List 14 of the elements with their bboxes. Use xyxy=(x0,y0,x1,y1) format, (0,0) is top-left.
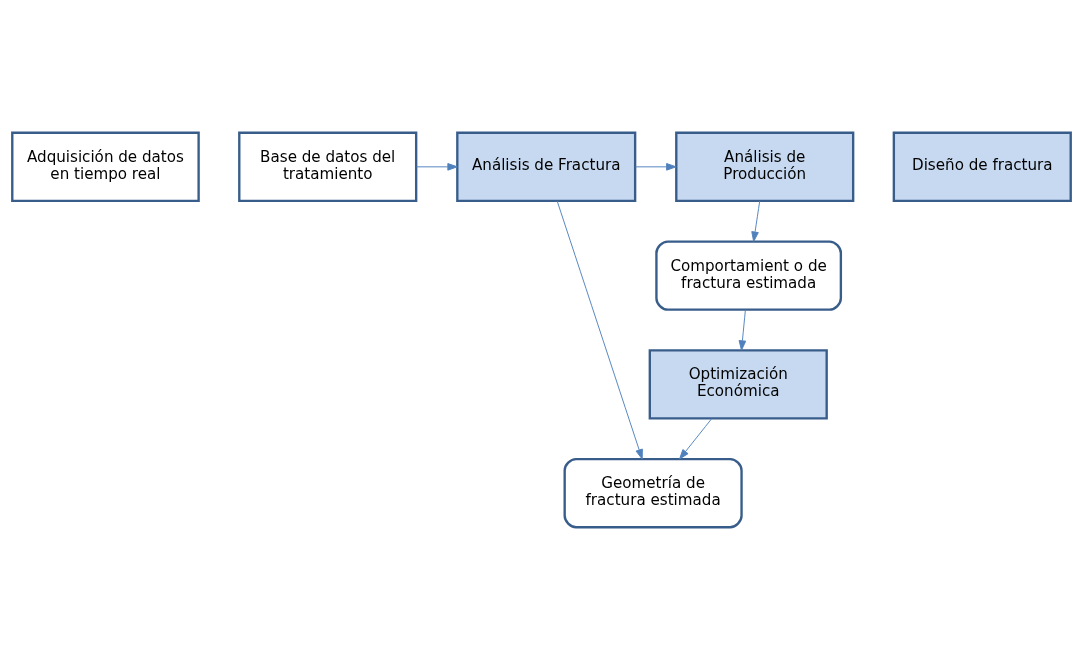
arrow xyxy=(634,163,677,171)
node-box: Base de datos del tratamiento xyxy=(238,131,418,203)
arrow xyxy=(679,418,713,460)
node-box: Diseño de fractura xyxy=(892,131,1072,203)
node-box: Análisis de Producción xyxy=(675,131,855,203)
node-box: Comportamient o de fractura estimada xyxy=(655,240,843,311)
arrow xyxy=(416,163,458,171)
node-box: Optimización Económica xyxy=(648,349,828,420)
node-box: Adquisición de datos en tiempo real xyxy=(11,131,200,203)
arrow xyxy=(751,200,761,242)
arrow xyxy=(738,309,747,351)
arrow xyxy=(556,200,643,460)
node-box: Geometría de fractura estimada xyxy=(563,457,743,529)
node-box: Análisis de Fractura xyxy=(456,131,637,203)
